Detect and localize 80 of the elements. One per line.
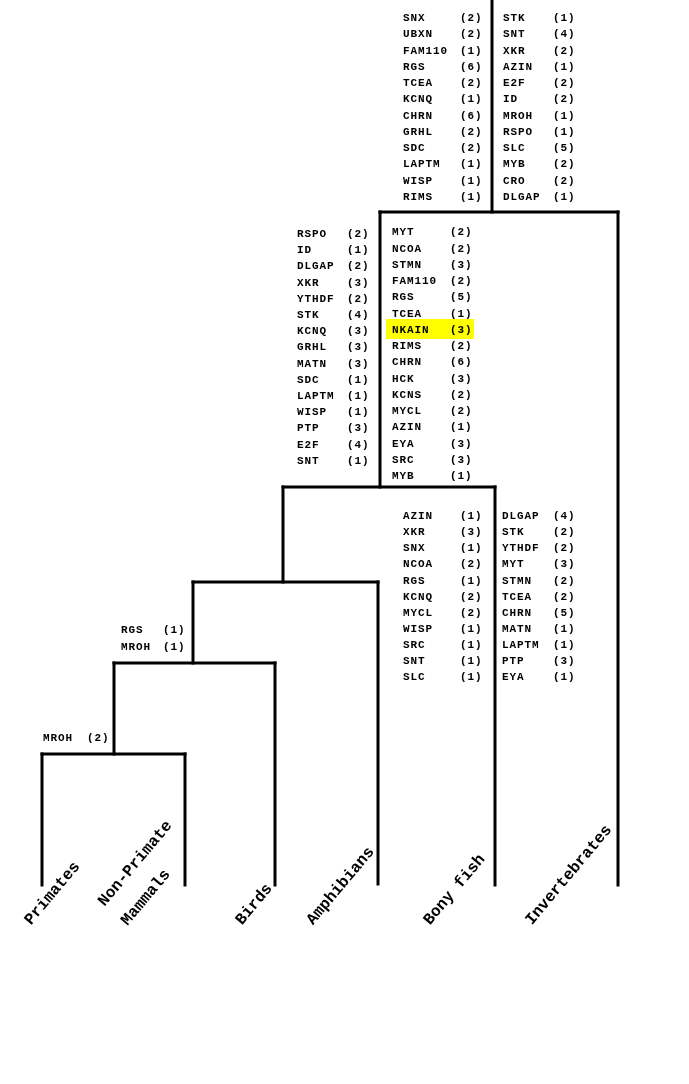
gene-family-count: DLGAP (2) [297, 259, 370, 274]
gene-family-count: SDC (2) [403, 141, 483, 155]
gene-family-count: MROH (1) [503, 108, 576, 123]
gene-family-count: MROH (1) [121, 639, 186, 654]
gene-family-count: SRC (3) [392, 452, 473, 467]
gene-family-count: TCEA (2) [502, 589, 576, 604]
gene-family-count: PTP (3) [297, 421, 370, 436]
gene-family-count: EYA (3) [392, 436, 473, 451]
gene-family-count: AZIN (1) [503, 59, 576, 74]
gene-family-count: MYB (2) [503, 157, 576, 172]
gene-family-count: NKAIN (3) [386, 318, 474, 339]
gene-family-count: WISP (1) [297, 405, 370, 420]
gene-family-count: FAM110 (1) [403, 43, 483, 58]
gene-family-count: FAM110 (2) [392, 274, 473, 289]
gene-family-count: ID (2) [503, 92, 576, 107]
gene-family-count: DLGAP (4) [502, 509, 576, 523]
gene-family-count: SNX (1) [403, 541, 483, 556]
gene-family-count: STMN (2) [502, 573, 576, 588]
gene-family-count: E2F (4) [297, 437, 370, 452]
gene-family-count: CHRN (6) [392, 355, 473, 370]
gene-family-count: TCEA (1) [392, 306, 473, 321]
gene-family-count: MYCL (2) [392, 404, 473, 419]
gene-family-count: AZIN (1) [392, 420, 473, 435]
gene-family-count: RGS (6) [403, 59, 483, 74]
gene-family-count: DLGAP (1) [503, 189, 576, 204]
gene-family-count: MYT (3) [502, 557, 576, 572]
gene-family-count: STMN (3) [392, 257, 473, 272]
gene-family-count: YTHDF (2) [297, 291, 370, 306]
gene-family-count: STK (2) [502, 525, 576, 540]
gene-family-count: RSPO (1) [503, 124, 576, 139]
gene-family-count: NCOA (2) [392, 241, 473, 256]
gene-family-count: SNT (4) [503, 27, 576, 42]
gene-family-count: LAPTM (1) [403, 157, 483, 172]
gene-family-count: RGS (1) [403, 573, 483, 588]
gene-family-count: KCNQ (2) [403, 589, 483, 604]
gene-family-count: TCEA (2) [403, 76, 483, 90]
gene-family-count: NCOA (2) [403, 557, 483, 572]
gene-family-count: EYA (1) [502, 670, 576, 685]
gene-family-count: MYB (1) [392, 469, 473, 484]
gene-family-count: SLC (1) [403, 670, 483, 685]
gene-family-count: RGS (5) [392, 290, 473, 305]
gene-family-count: UBXN (2) [403, 27, 483, 42]
gene-family-count: RGS (1) [121, 623, 186, 637]
gene-family-count: SNT (1) [403, 654, 483, 669]
gene-family-count: RSPO (2) [297, 227, 370, 241]
gene-family-count: SDC (1) [297, 372, 370, 387]
gene-family-count: SNX (2) [403, 11, 483, 25]
gene-family-count: MROH (2) [43, 731, 110, 745]
gene-family-count: GRHL (3) [297, 340, 370, 355]
gene-family-count: WISP (1) [403, 173, 483, 188]
gene-family-count: XKR (3) [403, 525, 483, 540]
gene-family-count: STK (4) [297, 308, 370, 322]
gene-family-count: KCNS (2) [392, 387, 473, 402]
gene-family-count: CHRN (5) [502, 605, 576, 620]
gene-family-count: MATN (1) [502, 621, 576, 636]
gene-family-count: GRHL (2) [403, 124, 483, 139]
gene-family-count: KCNQ (3) [297, 324, 370, 339]
gene-family-count: CHRN (6) [403, 108, 483, 123]
gene-family-count: HCK (3) [392, 371, 473, 386]
gene-family-count: XKR (3) [297, 275, 370, 290]
gene-family-count: MYT (2) [392, 225, 473, 240]
gene-family-count: RIMS (2) [392, 339, 473, 354]
gene-family-count: STK (1) [503, 11, 576, 25]
gene-family-count: ID (1) [297, 243, 370, 258]
gene-family-count: SNT (1) [297, 453, 370, 468]
gene-family-count: E2F (2) [503, 76, 576, 90]
gene-family-count: SRC (1) [403, 638, 483, 653]
gene-family-count: MATN (3) [297, 356, 370, 371]
gene-family-count: XKR (2) [503, 43, 576, 58]
gene-family-count: YTHDF (2) [502, 541, 576, 556]
gene-family-count: AZIN (1) [403, 509, 483, 523]
gene-family-count: LAPTM (1) [502, 638, 576, 653]
gene-family-count: SLC (5) [503, 141, 576, 155]
gene-family-count: RIMS (1) [403, 189, 483, 204]
gene-family-count: MYCL (2) [403, 605, 483, 620]
gene-family-count: CRO (2) [503, 173, 576, 188]
gene-family-count: LAPTM (1) [297, 389, 370, 403]
gene-family-count: WISP (1) [403, 621, 483, 636]
gene-family-count: PTP (3) [502, 654, 576, 669]
gene-family-count: KCNQ (1) [403, 92, 483, 107]
